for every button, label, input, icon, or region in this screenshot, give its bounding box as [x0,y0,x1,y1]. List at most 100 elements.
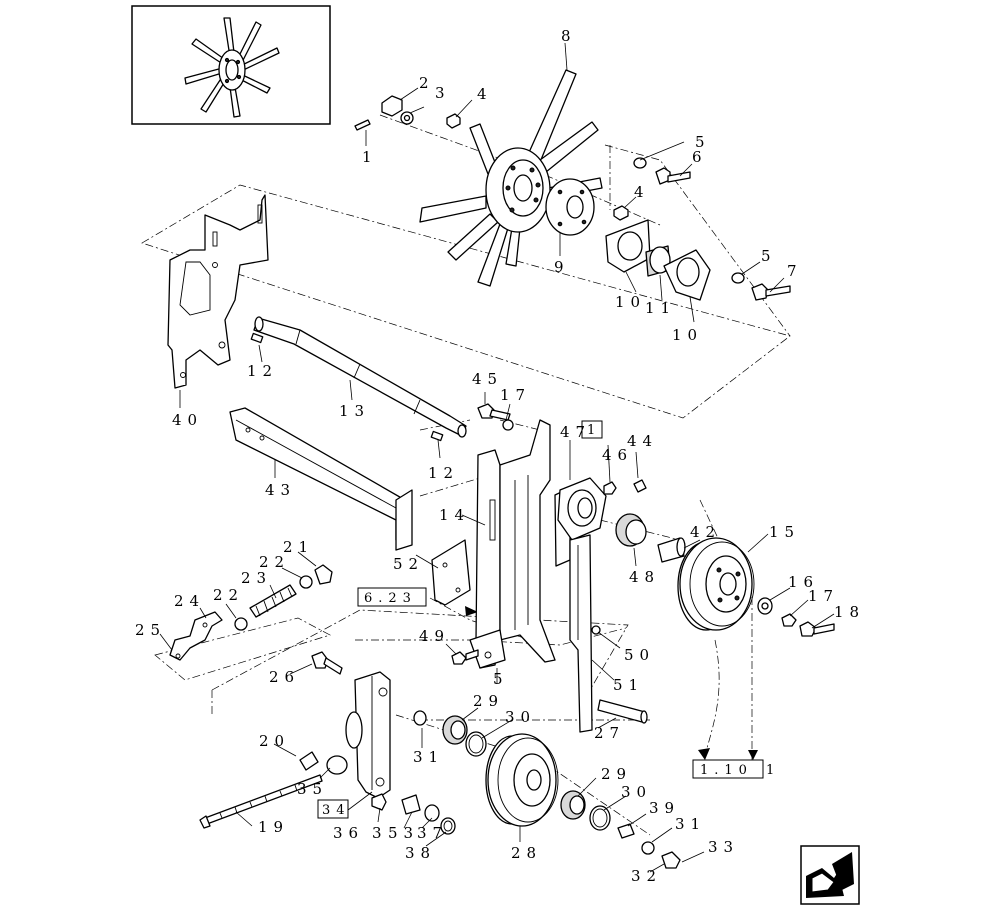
spring-assembly [169,564,333,661]
callout-label: 42 [690,523,721,541]
reference-box-1-10[interactable]: 1.10 1 [692,759,780,779]
bearing-plates [605,219,711,301]
fan-blade [419,69,603,287]
reference-box-6-23[interactable]: 6.23 [357,587,427,607]
callout-labels: 1 2 3 4 8 5 6 4 9 5 7 10 11 10 12 13 40 … [135,27,865,885]
callout-label: 22 [259,553,290,571]
callout-label: 49 [419,627,450,645]
callout-label: 43 [265,481,296,499]
pin-27 [597,699,648,724]
plate-52 [431,539,471,606]
callout-label: 50 [624,646,655,664]
callout-label: 47 [560,423,591,441]
fan-hub [545,178,595,236]
callout-label: 36 [333,824,364,842]
callout-label: 23 [241,569,272,587]
arm-43 [229,407,413,551]
callout-label: 35 [297,780,328,798]
callout-label: 14 [439,506,470,524]
reference-label: 1 [587,423,601,438]
callout-label: 44 [627,432,658,450]
frame-14 [469,419,571,669]
callout-label: 48 [629,568,660,586]
callout-label: 4 [477,85,493,103]
callout-label: 31 [413,748,444,766]
callout-label: 46 [602,446,633,464]
arrow-head [465,606,478,616]
callout-label: 5 [761,247,777,265]
spacer-42 [657,537,686,563]
callout-label: 5 [493,670,509,688]
bracket-40 [167,194,269,389]
callout-label: 30 [505,708,536,726]
callout-label: 19 [258,818,289,836]
bearing-housing-47 [557,477,647,541]
reference-box-47[interactable]: 1 [581,420,603,439]
fan-assembly-thumbnail-icon[interactable] [131,5,331,125]
callout-label: 4 [634,183,650,201]
reference-label: 1.10 [700,763,753,778]
callout-label: 10 [615,293,646,311]
callout-label: 28 [511,844,542,862]
callout-label: 33 [708,838,739,856]
callout-label: 31 [675,815,706,833]
callout-label: 18 [834,603,865,621]
arrow-head [698,748,710,760]
callout-label: 8 [561,27,577,45]
reference-label: 6.23 [364,591,417,606]
callout-label: 39 [649,799,680,817]
callout-label: 30 [621,783,652,801]
bushing-48 [615,513,647,547]
callout-label: 20 [259,732,290,750]
callout-label: 27 [594,724,625,742]
lever-assembly [199,651,391,829]
callout-label: 38 [405,844,436,862]
callout-label: 45 [472,370,503,388]
callout-label: 12 [428,464,459,482]
pulley-28 [485,733,559,827]
lower-hardware [401,710,681,869]
pulley-15 [677,537,755,631]
callout-label: 10 [672,326,703,344]
reference-label: 1 [766,763,780,778]
reference-label: 34 [322,803,351,818]
callout-label: 1 [362,148,378,166]
callout-label: 3 [372,824,388,842]
arrow-head [748,750,758,760]
callout-label: 2 [419,74,435,92]
callout-label: 22 [213,586,244,604]
callout-label: 17 [500,386,531,404]
callout-label: 3 [435,84,451,102]
callout-label: 16 [788,573,819,591]
callout-label: 52 [393,555,424,573]
callout-label: 40 [172,411,203,429]
callout-label: 24 [174,592,205,610]
arm-51 [569,534,593,733]
callout-label: 25 [135,621,166,639]
shaft-13 [250,316,467,442]
callout-label: 5 [695,133,711,151]
callout-label: 29 [601,765,632,783]
callout-label: 51 [613,676,644,694]
next-page-arrow-icon[interactable] [800,845,860,905]
callout-label: 7 [787,262,803,280]
callout-label: 26 [269,668,300,686]
callout-label: 9 [554,258,570,276]
pulley-hardware [757,597,835,637]
callout-label: 37 [417,824,448,842]
callout-label: 11 [645,299,676,317]
leader-lines [159,42,835,873]
callout-label: 29 [473,692,504,710]
callout-label: 21 [283,538,314,556]
callout-label: 53 [388,824,419,842]
callout-label: 12 [247,362,278,380]
callout-label: 15 [769,523,800,541]
bolt-45 [477,403,514,431]
callout-label: 32 [631,867,662,885]
reference-box-34[interactable]: 34 [317,799,351,819]
small-hardware-top [354,95,791,301]
callout-label: 6 [692,148,708,166]
callout-label: 17 [808,587,839,605]
